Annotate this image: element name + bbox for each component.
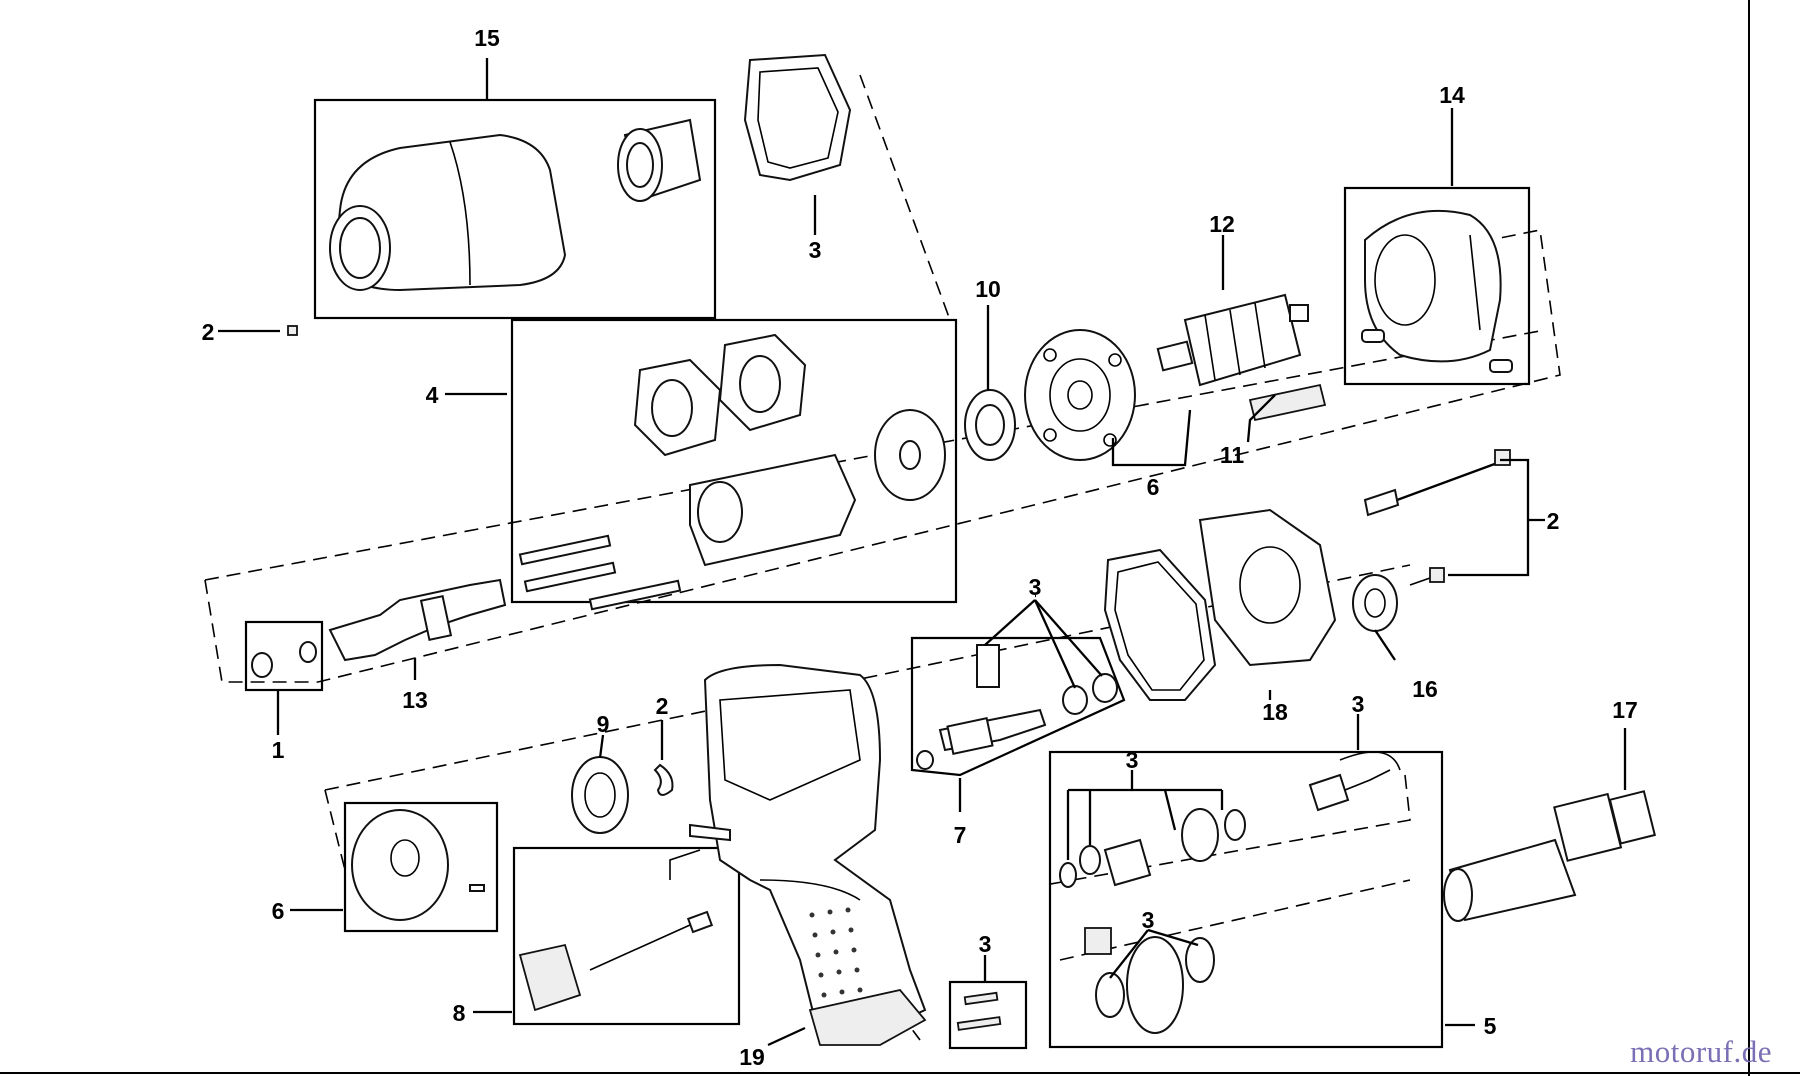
callout-11: 11 <box>1220 442 1245 468</box>
rotor-part <box>1156 293 1309 387</box>
callout-8: 8 <box>453 1000 466 1026</box>
callout-2b: 2 <box>1547 508 1560 534</box>
box-15 <box>313 98 717 320</box>
callout-14: 14 <box>1439 82 1465 108</box>
callout-numbers: 15 3 2 4 10 12 14 6 11 2 3 1 13 18 16 17… <box>202 25 1638 1070</box>
box-14 <box>1343 186 1531 386</box>
callout-19: 19 <box>739 1044 765 1070</box>
box-1 <box>244 620 324 692</box>
page-border-bottom <box>0 1072 1800 1074</box>
box-6 <box>343 801 499 933</box>
seal-rings-part-3 <box>976 644 1118 715</box>
end-plate-part-lower <box>351 809 485 921</box>
callout-5: 5 <box>1484 1013 1497 1039</box>
bolt-part-2 <box>1363 449 1511 586</box>
group-boxes <box>244 98 1531 1050</box>
callout-3c: 3 <box>1352 691 1365 717</box>
box-5 <box>1048 750 1444 1049</box>
callout-17: 17 <box>1612 697 1638 723</box>
assembly-axis-lines <box>204 74 1561 1041</box>
callout-1: 1 <box>272 737 285 763</box>
callout-9: 9 <box>597 711 610 737</box>
callout-6a: 6 <box>1147 474 1160 500</box>
rear-housing-part <box>1103 508 1337 701</box>
callout-3a: 3 <box>809 237 822 263</box>
valve-part-16 <box>1352 574 1398 632</box>
main-housing-part <box>703 663 927 1046</box>
callout-18: 18 <box>1262 699 1288 725</box>
callout-15: 15 <box>474 25 500 51</box>
callout-4: 4 <box>426 382 439 408</box>
reverse-valve-part <box>916 708 1047 770</box>
cover-housing-part <box>329 53 852 292</box>
end-plate-part-upper <box>1024 329 1136 461</box>
callout-3e: 3 <box>1142 907 1155 933</box>
vane-part <box>1248 383 1327 422</box>
callout-12: 12 <box>1209 211 1235 237</box>
leader-lines <box>218 58 1627 1047</box>
callout-3b: 3 <box>1029 574 1042 600</box>
callout-10: 10 <box>975 276 1001 302</box>
bearing-part-9 <box>571 756 674 834</box>
motoruf-logo: motoruf.de <box>1630 1034 1772 1069</box>
small-pins-part-3 <box>956 991 1002 1031</box>
clip-part-1 <box>251 641 317 678</box>
box-7 <box>910 636 1126 777</box>
callout-2c: 2 <box>656 693 669 719</box>
callout-3f: 3 <box>979 931 992 957</box>
page-border-right <box>1748 0 1750 1076</box>
callout-3d: 3 <box>1126 747 1139 773</box>
callout-7: 7 <box>954 822 967 848</box>
cylinder-part <box>1361 209 1513 373</box>
pin-part-2 <box>287 325 298 336</box>
callout-16: 16 <box>1412 676 1438 702</box>
box-4 <box>510 318 958 604</box>
anvil-part <box>328 578 507 662</box>
box-3-small <box>948 980 1028 1050</box>
callout-6b: 6 <box>272 898 285 924</box>
callout-2a: 2 <box>202 319 215 345</box>
callout-13: 13 <box>402 687 428 713</box>
bearing-part-10 <box>964 389 1016 461</box>
trigger-part <box>518 823 731 1012</box>
socket-part <box>1443 790 1656 922</box>
hammer-mechanism-part <box>518 333 946 611</box>
box-8 <box>512 846 741 1026</box>
valve-assembly-part-5 <box>1059 751 1401 1034</box>
